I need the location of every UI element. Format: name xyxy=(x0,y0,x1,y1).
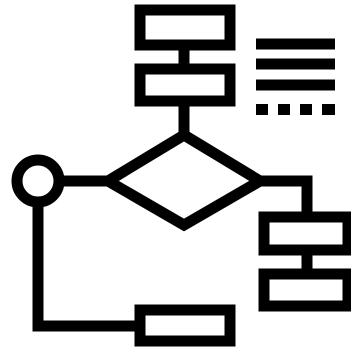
process-box-right-top xyxy=(258,211,351,256)
process-box-top xyxy=(134,4,236,51)
connector-decision-to-right-boxes xyxy=(260,175,313,217)
dashed-text-line xyxy=(256,104,335,115)
process-box-second xyxy=(134,63,236,107)
process-box-bottom xyxy=(134,304,236,347)
terminal-circle xyxy=(11,154,65,208)
process-box-right-bottom xyxy=(258,268,351,312)
decision-diamond xyxy=(97,128,271,232)
connector-circle-to-bottom-box xyxy=(32,202,140,332)
